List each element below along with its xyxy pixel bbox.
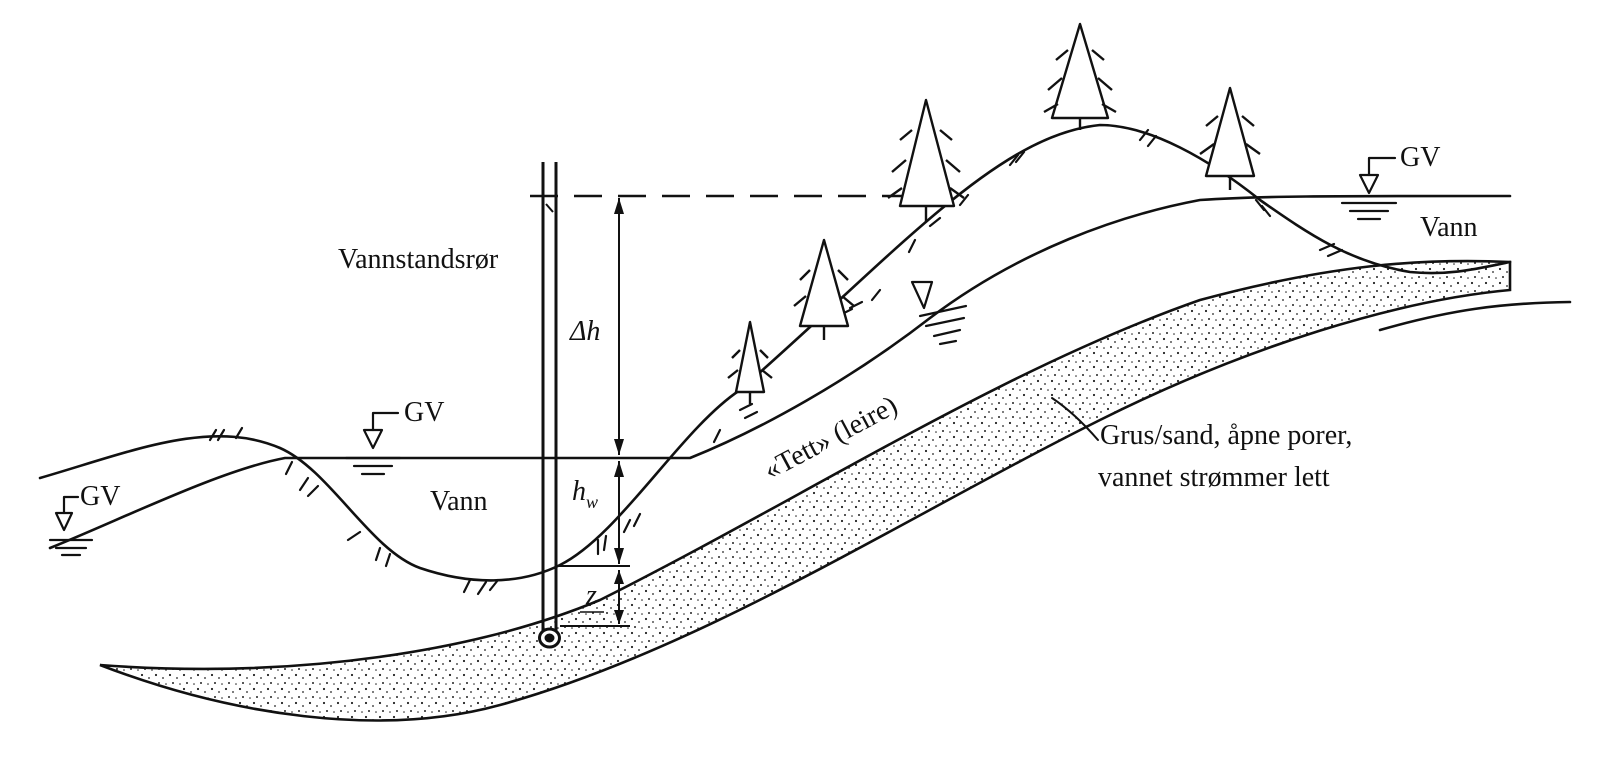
tree-icon: [727, 320, 773, 404]
groundwater-table: [48, 194, 1512, 550]
gv-label-center: GV: [404, 397, 444, 428]
standpipe-tip-inner: [544, 633, 555, 643]
gv-symbol-slope: [910, 280, 968, 346]
hw-arrow-bottom: [614, 548, 624, 564]
gravel-label-line2: vannet strømmer lett: [1098, 462, 1330, 493]
hw-label: hw: [572, 476, 598, 512]
delta-h-arrow-top: [614, 198, 624, 214]
tree-icon: [1199, 86, 1261, 190]
delta-h-label: Δh: [569, 316, 600, 347]
water-label-right: Vann: [1420, 212, 1478, 243]
standpipe-water-mark: [545, 203, 554, 213]
hw-arrow-top: [614, 461, 624, 477]
tree-icon: [793, 238, 855, 340]
gv-label-right: GV: [1400, 142, 1440, 173]
grass-tufts: [208, 128, 1344, 596]
gravel-sand-layer: [99, 259, 1512, 722]
hw-label-sub: w: [586, 492, 598, 512]
ground-surface: [38, 123, 1512, 582]
gv-label-left: GV: [80, 481, 120, 512]
delta-h-arrow-bottom: [614, 439, 624, 455]
pipe-label: Vannstandsrør: [338, 244, 499, 275]
gv-symbol-left: [48, 495, 94, 557]
gv-symbol-right: [1340, 156, 1398, 221]
sand-lower-boundary-right: [1378, 300, 1572, 332]
hw-label-main: h: [572, 476, 586, 507]
tree-icon: [887, 98, 965, 222]
gravel-label-line1: Grus/sand, åpne porer,: [1100, 420, 1352, 451]
z-label: z: [585, 580, 597, 611]
z-arrow-bottom: [614, 610, 624, 624]
z-arrow-top: [614, 570, 624, 584]
gv-symbol-center: [344, 411, 402, 476]
tree-icon: [1043, 22, 1117, 130]
gravel-leader-line: [1051, 397, 1099, 441]
water-label-center: Vann: [430, 486, 488, 517]
